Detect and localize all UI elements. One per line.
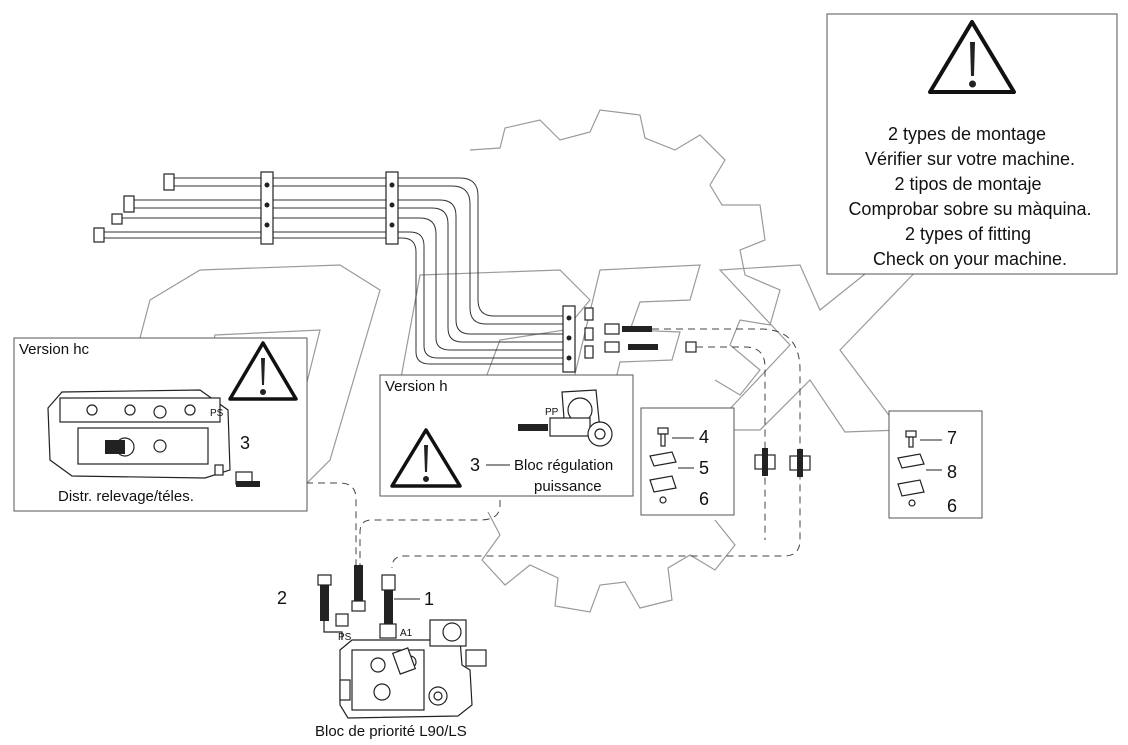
notice-line-1: 2 types de montage (888, 124, 1046, 144)
clamp-kit-a: 4 5 6 (640, 407, 735, 516)
clamp-a-callout-4: 4 (699, 427, 709, 447)
clamp-b-callout-7: 7 (947, 428, 957, 448)
version-h-title: Version h (385, 378, 448, 395)
version-hc-title: Version hc (19, 341, 90, 358)
version-hc-caption: Distr. relevage/téles. (58, 488, 194, 505)
clamp-b-callout-8: 8 (947, 462, 957, 482)
watermark-logo (99, 109, 927, 613)
version-h-port-label: PP (545, 407, 559, 418)
warning-icon (390, 428, 462, 488)
priority-callout-1: 1 (424, 589, 434, 609)
version-h-box: Version h PP 3 Bloc régulation puissance (379, 374, 634, 497)
priority-port-a1: A1 (400, 628, 413, 639)
distributor-valve (47, 389, 260, 487)
notice-line-6: Check on your machine. (873, 249, 1067, 269)
clamp-half-icon (897, 453, 925, 497)
warning-icon (228, 341, 298, 401)
version-h-caption-line1: Bloc régulation (514, 457, 613, 474)
clamp-kit-b: 7 8 6 (888, 410, 983, 519)
version-h-callout: 3 (470, 455, 480, 475)
notice-line-2: Vérifier sur votre machine. (865, 149, 1075, 169)
bolt-icon (657, 427, 669, 447)
clamp-a-callout-6: 6 (699, 489, 709, 509)
regulation-block (518, 389, 613, 447)
notice-line-3: 2 tipos de montaje (894, 174, 1041, 194)
priority-block (317, 565, 487, 719)
version-h-caption-line2: puissance (534, 478, 602, 495)
version-hc-box: Version hc PS 3 Distr. relevage/téles. (13, 337, 308, 512)
priority-callout-2: 2 (277, 588, 287, 608)
clamp-a-callout-5: 5 (699, 458, 709, 478)
priority-block-caption: Bloc de priorité L90/LS (315, 723, 467, 740)
version-hc-callout: 3 (240, 433, 250, 453)
tube-bundle (93, 171, 697, 373)
warning-icon (928, 20, 1016, 94)
notice-line-5: 2 types of fitting (905, 224, 1031, 244)
version-hc-port-label: PS (210, 408, 224, 419)
clamp-half-icon (649, 451, 677, 493)
notice-line-4: Comprobar sobre su màquina. (848, 199, 1091, 219)
notice-box: 2 types de montage Vérifier sur votre ma… (826, 13, 1118, 275)
priority-port-ps: PS (338, 632, 352, 643)
bolt-icon (905, 430, 917, 448)
clamp-b-callout-6: 6 (947, 496, 957, 516)
inline-clamps (754, 448, 811, 477)
